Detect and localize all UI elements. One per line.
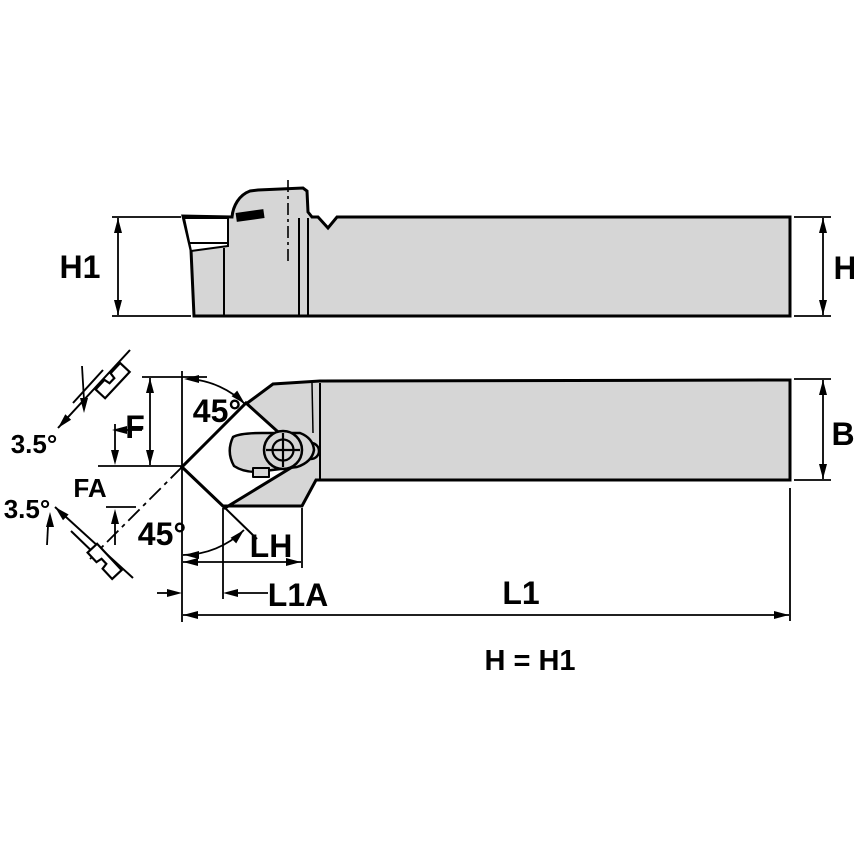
arrowhead bbox=[819, 300, 827, 315]
insert-profile-glyph bbox=[86, 542, 124, 581]
arrowhead bbox=[114, 218, 122, 233]
leader bbox=[46, 525, 49, 546]
arrowhead bbox=[112, 426, 127, 434]
dim-label-h: H bbox=[833, 250, 854, 286]
clearance-line-2 bbox=[72, 369, 104, 404]
side-view-dimensions: H1 H bbox=[60, 216, 854, 317]
clamp-tab bbox=[252, 467, 270, 478]
arrowhead bbox=[46, 512, 54, 527]
screw-cross bbox=[266, 433, 300, 467]
dim-label-lh: LH bbox=[250, 528, 293, 564]
equality-note: H = H1 bbox=[484, 645, 575, 677]
arrowhead bbox=[111, 509, 119, 524]
clamp-finger bbox=[235, 209, 265, 222]
arrowhead bbox=[819, 380, 827, 395]
bisector-centerline bbox=[89, 466, 183, 560]
arrowhead bbox=[58, 414, 72, 428]
clearance-detail-upper: 3.5° bbox=[11, 349, 142, 459]
arrowhead bbox=[223, 589, 238, 597]
arrowhead bbox=[146, 450, 154, 465]
arrowhead bbox=[774, 611, 789, 619]
clearance-line bbox=[57, 349, 131, 429]
angle-label-lower: 45° bbox=[138, 516, 186, 552]
clearance-label-lower: 3.5° bbox=[4, 494, 51, 524]
side-view-insert-pocket bbox=[182, 217, 229, 253]
clamp-screw bbox=[262, 429, 304, 471]
side-view-body bbox=[181, 186, 792, 318]
arrowhead bbox=[111, 450, 119, 465]
arrowhead bbox=[819, 464, 827, 479]
arrowhead bbox=[80, 398, 88, 413]
clearance-line bbox=[54, 506, 134, 579]
dim-label-l1a: L1A bbox=[268, 577, 328, 613]
lower-angle-arc bbox=[182, 529, 245, 556]
arrowhead bbox=[184, 551, 199, 559]
dim-label-f: F bbox=[125, 409, 145, 445]
leader bbox=[81, 365, 85, 401]
arrowhead bbox=[183, 558, 198, 566]
arrowhead bbox=[231, 390, 245, 404]
dim-label-l1: L1 bbox=[502, 575, 539, 611]
arrowhead bbox=[230, 530, 244, 544]
arrowhead bbox=[114, 300, 122, 315]
dim-label-fa: FA bbox=[73, 473, 106, 503]
arrowhead bbox=[819, 218, 827, 233]
clearance-detail-lower: 3.5° bbox=[4, 494, 134, 581]
plan-view-dimensions: 45° 45° F FA 3.5° bbox=[4, 349, 854, 622]
insert-profile-glyph bbox=[94, 361, 132, 400]
arrowhead bbox=[286, 558, 301, 566]
arrowhead bbox=[55, 507, 69, 521]
angle-label-upper: 45° bbox=[193, 393, 241, 429]
arrowhead bbox=[183, 611, 198, 619]
clearance-label-upper: 3.5° bbox=[11, 429, 58, 459]
plan-head-edge-1 bbox=[311, 382, 314, 434]
dim-label-h1: H1 bbox=[60, 249, 101, 285]
edge-extension-line bbox=[222, 505, 258, 540]
arrowhead bbox=[146, 378, 154, 393]
arrowhead bbox=[184, 375, 199, 383]
arrowhead bbox=[167, 589, 182, 597]
side-view bbox=[181, 180, 792, 318]
dim-label-b: B bbox=[831, 416, 854, 452]
plan-view bbox=[179, 378, 792, 510]
